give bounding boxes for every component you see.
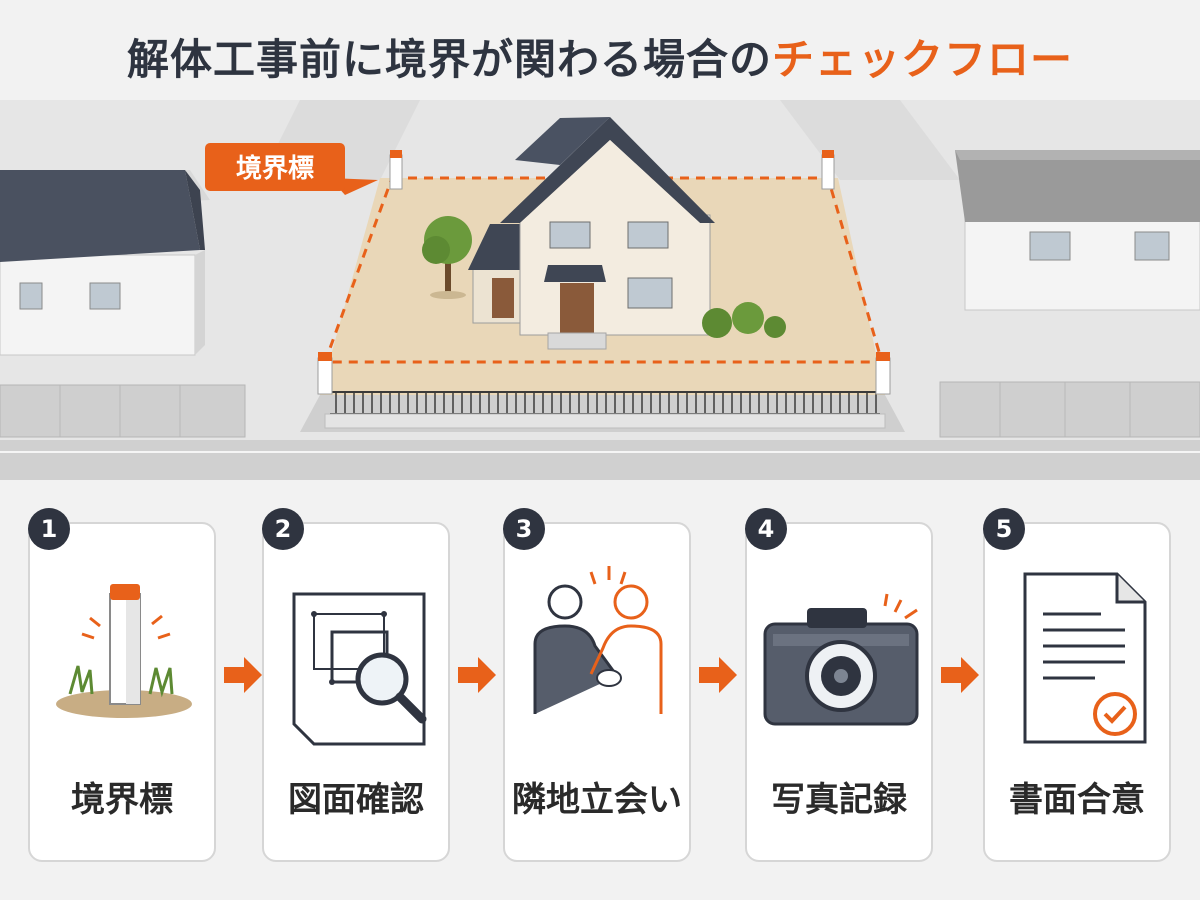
property-scene: 境界標 bbox=[0, 100, 1200, 480]
step-card-5: 書面合意 bbox=[983, 522, 1171, 862]
step-card-1: 境界標 bbox=[28, 522, 216, 862]
flow-arrow-icon bbox=[699, 657, 737, 693]
step-number-badge: 1 bbox=[28, 508, 70, 550]
step-number-badge: 3 bbox=[503, 508, 545, 550]
step-label: 境界標 bbox=[71, 780, 173, 820]
flow-arrow-icon bbox=[224, 657, 262, 693]
step-label: 書面合意 bbox=[1009, 780, 1145, 820]
boundary-marker-icon bbox=[56, 584, 192, 718]
title-accent: チェックフロー bbox=[772, 35, 1074, 84]
step-number-badge: 5 bbox=[983, 508, 1025, 550]
step-card-4: 写真記録 bbox=[745, 522, 933, 862]
step-label: 図面確認 bbox=[288, 780, 424, 820]
marker-callout: 境界標 bbox=[205, 143, 378, 195]
step-number-badge: 4 bbox=[745, 508, 787, 550]
tree bbox=[422, 216, 472, 299]
step-card-2: 図面確認 bbox=[262, 522, 450, 862]
title-main: 解体工事前に境界が関わる場合の bbox=[126, 35, 772, 84]
step-number-badge: 2 bbox=[262, 508, 304, 550]
step-card-3: 隣地立会い bbox=[503, 522, 691, 862]
step-label: 写真記録 bbox=[771, 780, 907, 820]
page-title: 解体工事前に境界が関わる場合のチェックフロー bbox=[0, 26, 1200, 87]
marker-callout-text: 境界標 bbox=[236, 153, 314, 184]
main-house bbox=[468, 117, 715, 350]
camera-icon bbox=[763, 593, 919, 726]
neighbor-house-right bbox=[955, 150, 1200, 311]
drawing-magnifier-icon bbox=[292, 592, 427, 746]
flow-arrow-icon bbox=[941, 657, 979, 693]
boundary-posts bbox=[317, 150, 891, 395]
handshake-icon bbox=[533, 566, 663, 714]
flow-arrow-icon bbox=[458, 657, 496, 693]
neighbor-house-left bbox=[0, 170, 210, 356]
shrubs bbox=[702, 302, 786, 338]
signed-document-icon bbox=[1023, 572, 1147, 744]
step-label: 隣地立会い bbox=[512, 780, 682, 820]
